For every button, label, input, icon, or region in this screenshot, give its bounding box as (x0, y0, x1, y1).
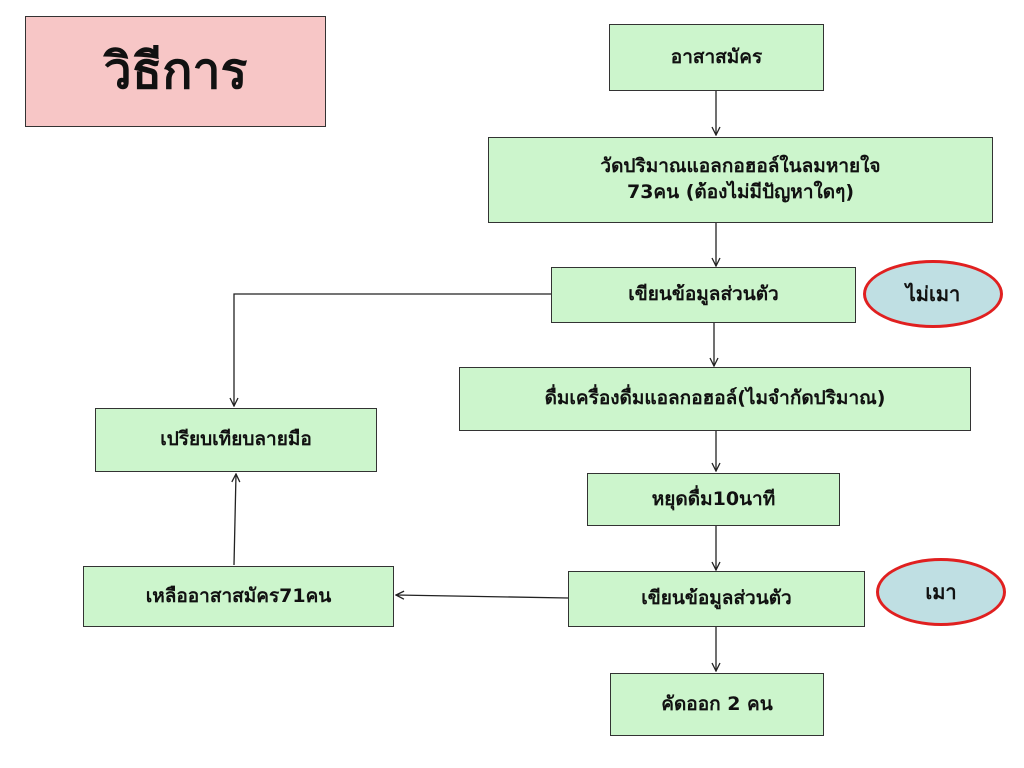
node-write-info-drunk: เขียนข้อมูลส่วนตัว (568, 571, 865, 627)
page-title: วิธีการ (25, 16, 326, 127)
node-write-info-sober: เขียนข้อมูลส่วนตัว (551, 267, 856, 323)
node-measure-line1: วัดปริมาณแอลกอฮอล์ในลมหายใจ (600, 155, 881, 178)
node-exclude: คัดออก 2 คน (610, 673, 824, 736)
arrow-write-drunk-to-remaining (396, 595, 569, 598)
label-sober: ไม่เมา (863, 260, 1003, 328)
node-stop-drinking: หยุดดื่ม10นาที (587, 473, 840, 526)
arrow-remaining-to-compare (234, 474, 236, 566)
label-drunk: เมา (876, 558, 1006, 626)
node-volunteers: อาสาสมัคร (609, 24, 824, 91)
node-measure-line2: 73คน (ต้องไม่มีปัญหาใดๆ) (626, 181, 855, 203)
node-compare-handwriting: เปรียบเทียบลายมือ (95, 408, 377, 472)
node-remaining-volunteers: เหลืออาสาสมัคร71คน (83, 566, 394, 627)
node-measure-alcohol: วัดปริมาณแอลกอฮอล์ในลมหายใจ 73คน (ต้องไม… (488, 137, 993, 223)
node-drink-alcohol: ดื่มเครื่องดื่มแอลกอฮอล์(ไมจำกัดปริมาณ) (459, 367, 971, 431)
